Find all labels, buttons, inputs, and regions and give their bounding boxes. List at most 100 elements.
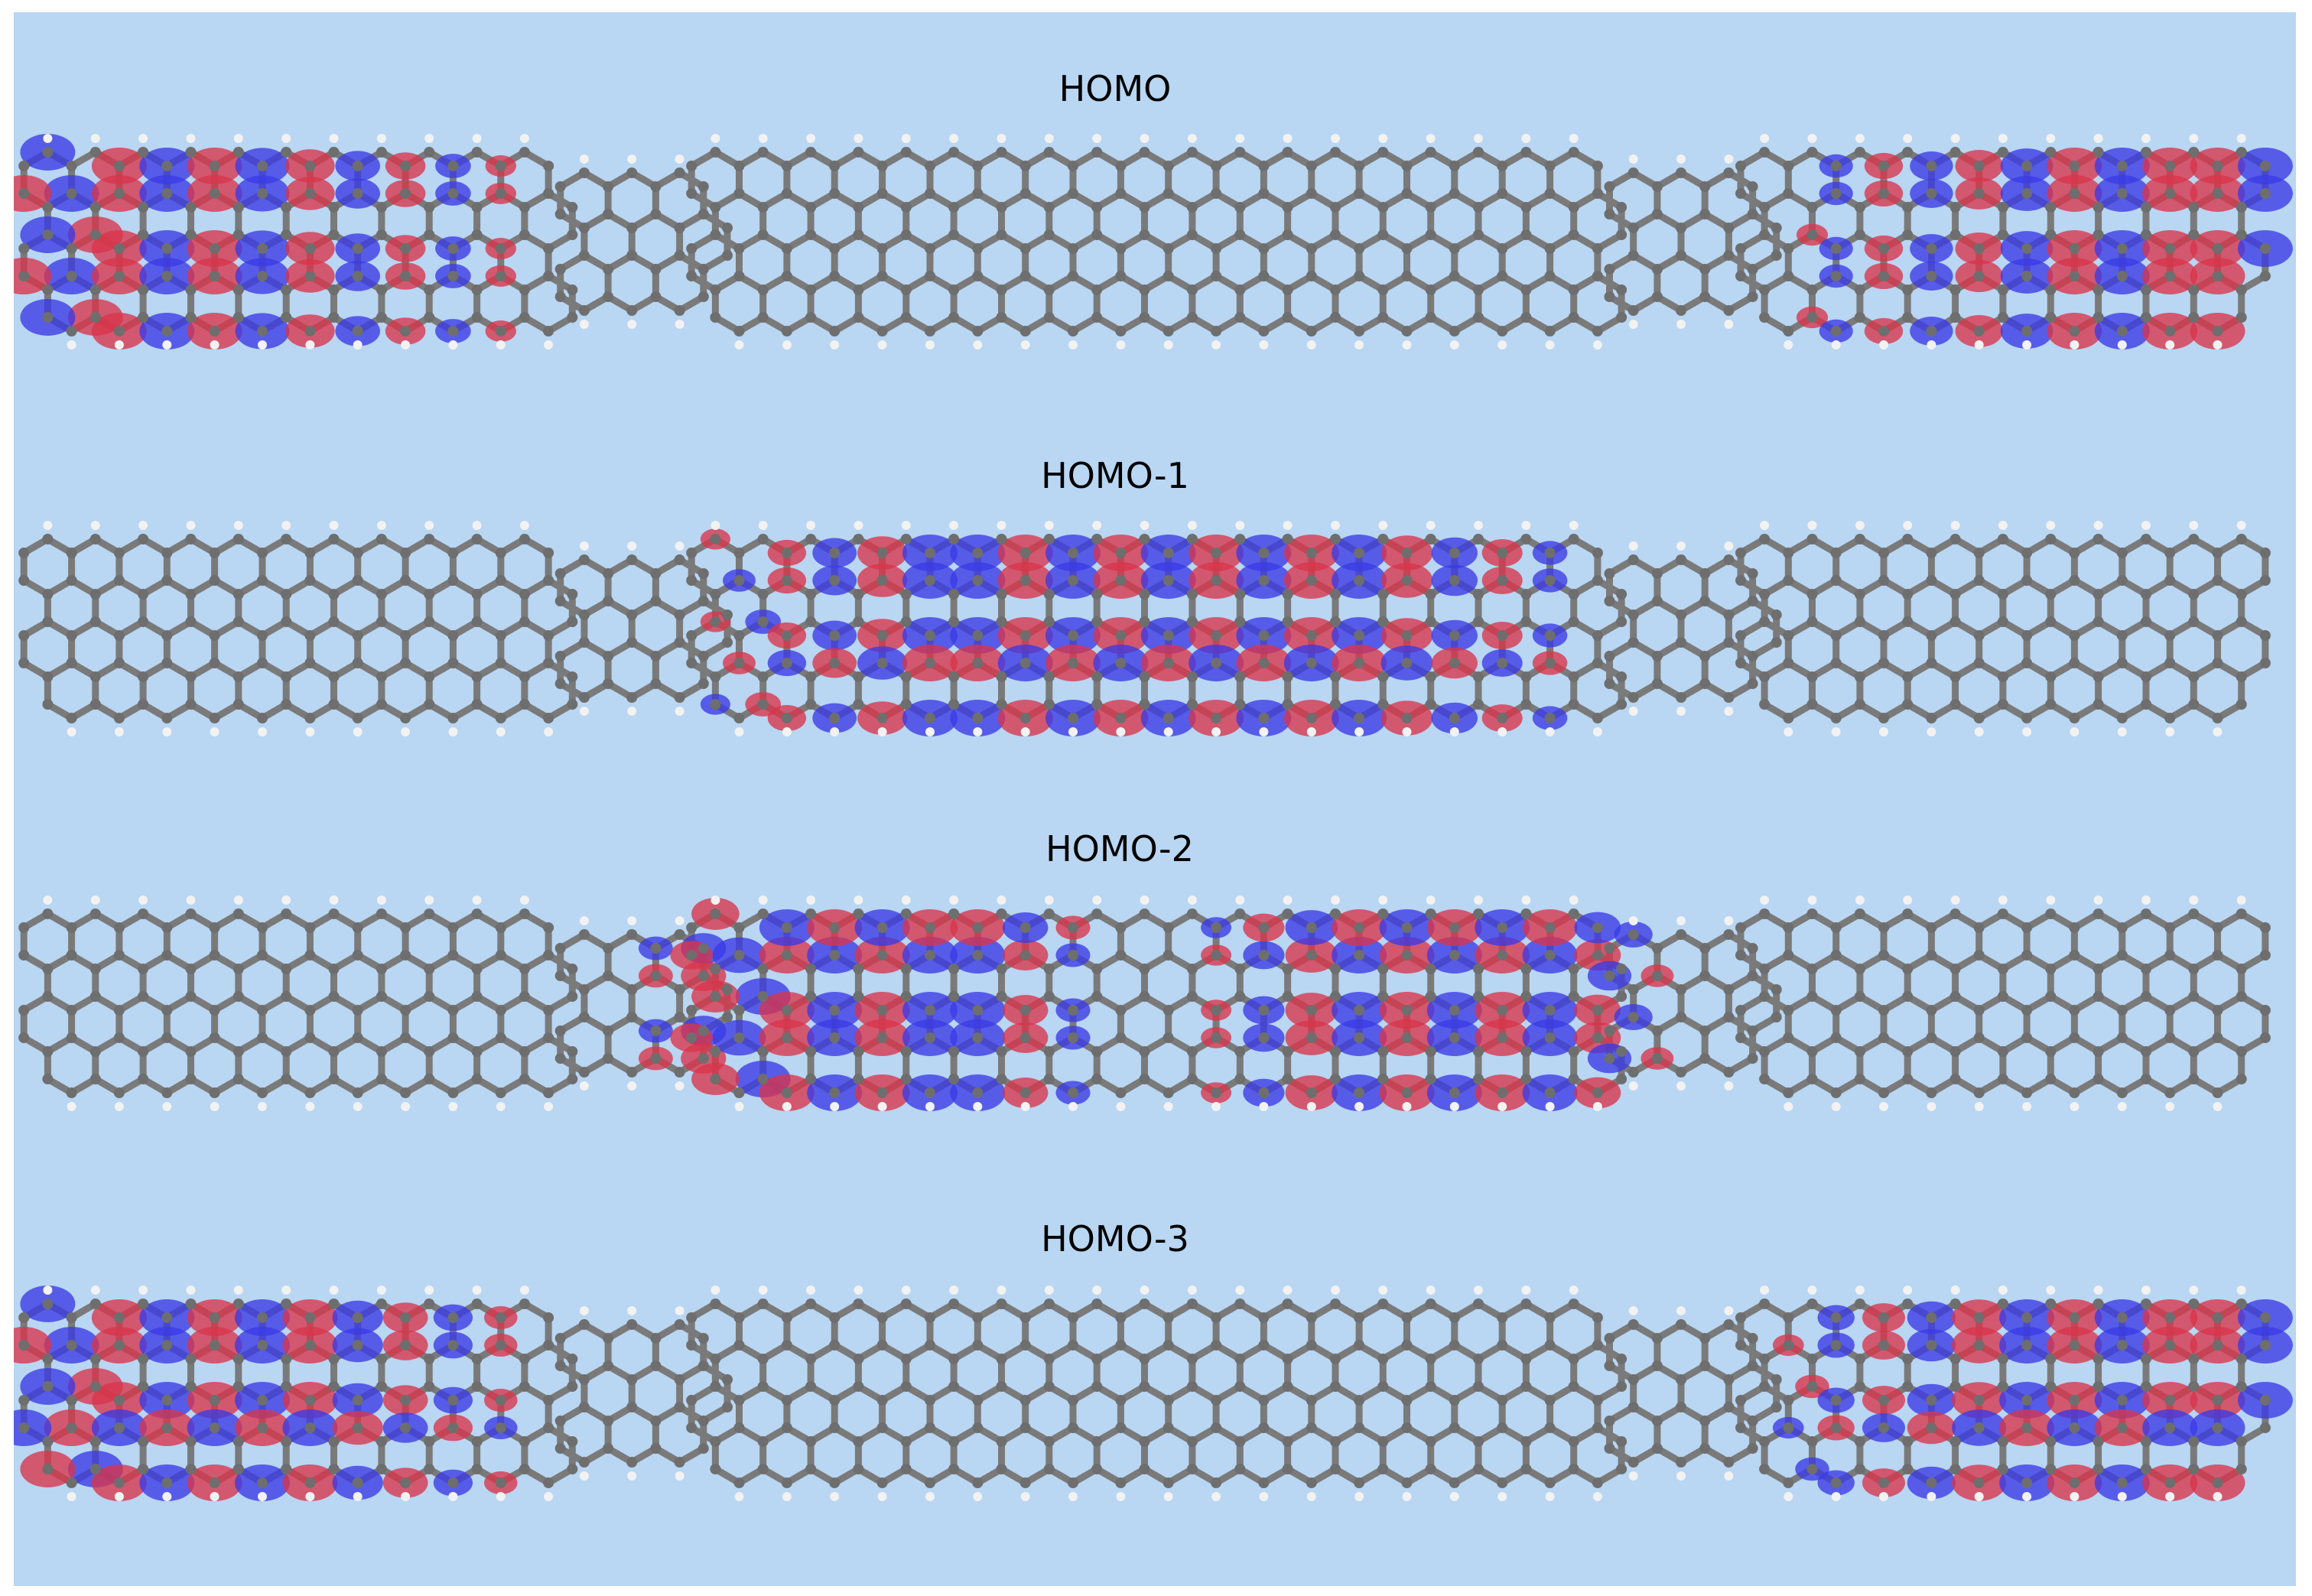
hydrogen-atom bbox=[1974, 1492, 1984, 1501]
carbon-atom bbox=[567, 1074, 578, 1084]
carbon-atom bbox=[1854, 964, 1865, 974]
carbon-atom bbox=[1354, 630, 1365, 641]
carbon-atom bbox=[1497, 1312, 1508, 1323]
carbon-atom bbox=[1068, 1087, 1078, 1098]
carbon-atom bbox=[1699, 181, 1711, 192]
hydrogen-atom bbox=[186, 134, 196, 143]
carbon-atom bbox=[2164, 548, 2176, 558]
carbon-atom bbox=[2212, 188, 2223, 199]
carbon-atom bbox=[1449, 658, 1460, 668]
carbon-atom bbox=[1497, 1422, 1508, 1433]
carbon-atom bbox=[1747, 1026, 1758, 1036]
carbon-atom bbox=[1616, 1381, 1628, 1392]
hydrogen-atom bbox=[1760, 896, 1770, 905]
hydrogen-atom bbox=[43, 521, 53, 530]
carbon-atom bbox=[2045, 312, 2057, 323]
carbon-atom bbox=[281, 1464, 292, 1474]
hydrogen-atom bbox=[1569, 134, 1579, 143]
carbon-atom bbox=[698, 596, 709, 606]
carbon-atom bbox=[1068, 326, 1078, 336]
carbon-atom bbox=[1651, 651, 1663, 661]
carbon-atom bbox=[1377, 699, 1389, 710]
carbon-atom bbox=[853, 909, 864, 919]
carbon-atom bbox=[1806, 616, 1818, 627]
hydrogen-atom bbox=[1927, 1102, 1936, 1111]
hydrogen-atom bbox=[1855, 134, 1865, 143]
carbon-atom bbox=[495, 1395, 506, 1406]
carbon-atom bbox=[447, 161, 459, 171]
carbon-atom bbox=[829, 658, 841, 668]
carbon-atom bbox=[66, 326, 77, 336]
carbon-atom bbox=[805, 1299, 817, 1309]
carbon-atom bbox=[1616, 699, 1628, 710]
carbon-atom bbox=[209, 548, 220, 558]
hydrogen-atom bbox=[448, 727, 458, 736]
carbon-atom bbox=[1282, 991, 1293, 1002]
carbon-atom bbox=[471, 1464, 483, 1474]
carbon-atom bbox=[650, 209, 662, 219]
carbon-atom bbox=[1676, 692, 1686, 703]
carbon-atom bbox=[1747, 596, 1758, 606]
carbon-atom bbox=[925, 713, 935, 723]
carbon-atom bbox=[42, 147, 54, 158]
carbon-atom bbox=[304, 1032, 316, 1043]
hydrogen-atom bbox=[806, 1286, 816, 1295]
carbon-atom bbox=[1115, 271, 1127, 281]
carbon-atom bbox=[1139, 964, 1150, 974]
carbon-atom bbox=[1163, 575, 1174, 586]
carbon-atom bbox=[1091, 699, 1103, 710]
carbon-atom bbox=[352, 271, 363, 281]
carbon-atom bbox=[733, 1005, 745, 1016]
carbon-atom bbox=[1604, 291, 1615, 302]
carbon-atom bbox=[1735, 1340, 1746, 1351]
carbon-atom bbox=[1699, 1333, 1711, 1344]
carbon-atom bbox=[650, 1443, 662, 1454]
carbon-atom bbox=[674, 554, 685, 565]
hydrogen-atom bbox=[1628, 1306, 1638, 1315]
carbon-atom bbox=[304, 188, 316, 199]
carbon-atom bbox=[185, 589, 197, 600]
hydrogen-atom bbox=[901, 1286, 911, 1295]
carbon-atom bbox=[2212, 1005, 2223, 1016]
carbon-atom bbox=[710, 147, 721, 158]
carbon-atom bbox=[1628, 692, 1639, 703]
carbon-atom bbox=[1377, 534, 1389, 544]
carbon-atom bbox=[698, 678, 709, 689]
carbon-atom bbox=[1211, 922, 1222, 933]
carbon-atom bbox=[1091, 1381, 1103, 1392]
carbon-atom bbox=[400, 161, 411, 171]
carbon-atom bbox=[89, 147, 101, 158]
carbon-atom bbox=[1973, 243, 1985, 254]
carbon-atom bbox=[948, 589, 960, 600]
carbon-atom bbox=[2141, 312, 2151, 323]
carbon-atom bbox=[185, 147, 197, 158]
carbon-atom bbox=[1592, 188, 1603, 199]
carbon-atom bbox=[733, 575, 745, 586]
carbon-atom bbox=[400, 1340, 411, 1351]
carbon-atom bbox=[161, 1477, 173, 1488]
carbon-atom bbox=[495, 271, 506, 281]
carbon-atom bbox=[1282, 1046, 1293, 1057]
carbon-atom bbox=[1043, 1299, 1055, 1309]
carbon-atom bbox=[1401, 1340, 1413, 1351]
hydrogen-atom bbox=[496, 1102, 506, 1111]
carbon-atom bbox=[1306, 1340, 1317, 1351]
carbon-atom bbox=[1783, 575, 1794, 586]
carbon-atom bbox=[1139, 1046, 1150, 1057]
carbon-atom bbox=[1068, 1032, 1078, 1043]
carbon-atom bbox=[1377, 1299, 1389, 1309]
carbon-atom bbox=[2116, 271, 2128, 281]
carbon-atom bbox=[424, 1046, 435, 1057]
carbon-atom bbox=[757, 964, 769, 974]
hydrogen-atom bbox=[2117, 1492, 2127, 1501]
hydrogen-atom bbox=[675, 1471, 684, 1481]
carbon-atom bbox=[2259, 922, 2271, 933]
carbon-atom bbox=[996, 202, 1007, 213]
carbon-atom bbox=[876, 326, 888, 336]
carbon-atom bbox=[1902, 1381, 1914, 1392]
carbon-atom bbox=[1354, 1395, 1365, 1406]
carbon-atom bbox=[1377, 671, 1389, 682]
carbon-atom bbox=[554, 1333, 566, 1344]
carbon-atom bbox=[161, 1395, 173, 1406]
hydrogen-atom bbox=[1676, 154, 1686, 164]
